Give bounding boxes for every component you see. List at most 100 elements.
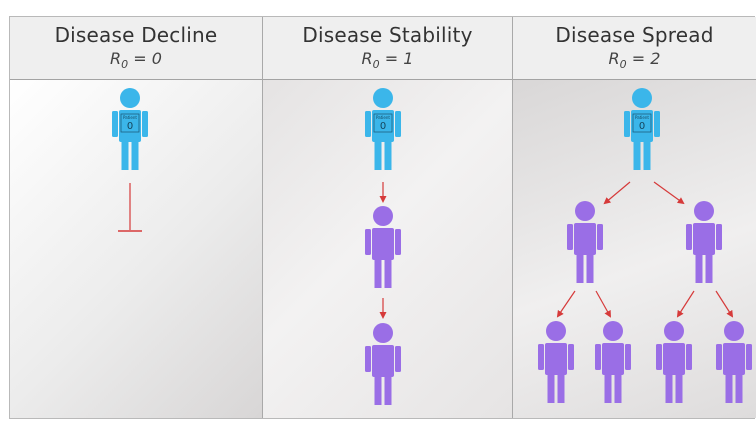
panel-title: Disease Spread xyxy=(555,23,714,47)
patient-badge-number: 0 xyxy=(380,121,386,132)
patient-badge xyxy=(120,113,140,133)
patient-badge-label: Patient xyxy=(123,115,137,120)
person-leg-right xyxy=(586,255,594,283)
person-torso xyxy=(663,343,685,375)
r-value: = 1 xyxy=(379,49,414,68)
person-arm-left xyxy=(112,111,118,137)
transmission-arrow xyxy=(556,290,576,318)
patient-badge-number: 0 xyxy=(639,121,645,132)
person-arm-right xyxy=(395,346,401,372)
person-leg-right xyxy=(384,260,392,288)
person-arm-right xyxy=(625,344,631,370)
person-leg-right xyxy=(643,142,651,170)
person-arm-left xyxy=(365,229,371,255)
r0-formula: R0 = 2 xyxy=(513,49,756,71)
person-head xyxy=(603,321,623,341)
person-arm-right xyxy=(686,344,692,370)
person-arm-right xyxy=(654,111,660,137)
person-arm-left xyxy=(595,344,601,370)
person-arm-left xyxy=(686,224,692,250)
infected-person-figure xyxy=(365,206,401,288)
transmission-arrow xyxy=(653,181,685,205)
person-torso xyxy=(372,110,394,142)
person-head xyxy=(694,201,714,221)
person-arm-left xyxy=(716,344,722,370)
person-torso xyxy=(723,343,745,375)
r0-formula: R0 = 0 xyxy=(10,49,262,71)
person-leg-left xyxy=(633,142,641,170)
person-leg-right xyxy=(675,375,683,403)
patient-badge-label: Patient xyxy=(376,115,390,120)
person-arm-right xyxy=(395,229,401,255)
person-leg-left xyxy=(604,375,612,403)
person-torso xyxy=(372,228,394,260)
r-subscript: 0 xyxy=(619,58,627,72)
person-leg-left xyxy=(374,142,382,170)
r-subscript: 0 xyxy=(372,58,380,72)
transmission-arrow xyxy=(676,290,695,318)
person-leg-left xyxy=(665,375,673,403)
r-value: = 0 xyxy=(128,49,162,68)
person-arm-left xyxy=(365,111,371,137)
transmission-arrow xyxy=(715,290,734,318)
person-torso xyxy=(545,343,567,375)
person-leg-left xyxy=(374,260,382,288)
person-head xyxy=(724,321,744,341)
person-arm-left xyxy=(365,346,371,372)
infected-person-figure xyxy=(716,321,752,403)
transmission-arrow xyxy=(603,181,631,205)
person-arm-left xyxy=(624,111,630,137)
person-arm-right xyxy=(395,111,401,137)
person-leg-left xyxy=(725,375,733,403)
person-head xyxy=(632,88,652,108)
person-arm-right xyxy=(716,224,722,250)
person-leg-right xyxy=(735,375,743,403)
person-leg-right xyxy=(384,377,392,405)
person-torso xyxy=(574,223,596,255)
r-subscript: 0 xyxy=(121,58,129,72)
infected-person-figure xyxy=(538,321,574,403)
person-head xyxy=(373,206,393,226)
person-arm-right xyxy=(568,344,574,370)
person-arm-left xyxy=(538,344,544,370)
panel-header: Disease Spread R0 = 2 xyxy=(513,17,756,80)
panel-header: Disease Stability R0 = 1 xyxy=(263,17,512,80)
person-arm-right xyxy=(597,224,603,250)
person-arm-right xyxy=(142,111,148,137)
person-torso xyxy=(693,223,715,255)
person-head xyxy=(546,321,566,341)
panel-title: Disease Decline xyxy=(54,23,218,47)
person-leg-right xyxy=(384,142,392,170)
person-leg-left xyxy=(374,377,382,405)
person-torso xyxy=(631,110,653,142)
patient-badge xyxy=(373,113,393,133)
person-torso xyxy=(602,343,624,375)
person-arm-left xyxy=(656,344,662,370)
panel-header: Disease Decline R0 = 0 xyxy=(10,17,262,80)
person-head xyxy=(373,323,393,343)
infected-person-figure xyxy=(595,321,631,403)
person-leg-left xyxy=(695,255,703,283)
infected-person-figure xyxy=(686,201,722,283)
person-head xyxy=(120,88,140,108)
person-torso xyxy=(119,110,141,142)
person-head xyxy=(373,88,393,108)
r-symbol: R xyxy=(110,49,122,68)
r0-formula: R0 = 1 xyxy=(263,49,512,71)
r-symbol: R xyxy=(608,49,620,68)
patient-badge xyxy=(632,113,652,133)
infected-person-figure xyxy=(656,321,692,403)
person-leg-right xyxy=(705,255,713,283)
person-leg-right xyxy=(614,375,622,403)
transmission-arrow xyxy=(595,290,611,318)
r-value: = 2 xyxy=(626,49,661,68)
person-arm-left xyxy=(567,224,573,250)
patient-badge-label: Patient xyxy=(635,115,649,120)
person-leg-left xyxy=(547,375,555,403)
person-leg-left xyxy=(576,255,584,283)
person-leg-right xyxy=(557,375,565,403)
person-head xyxy=(664,321,684,341)
